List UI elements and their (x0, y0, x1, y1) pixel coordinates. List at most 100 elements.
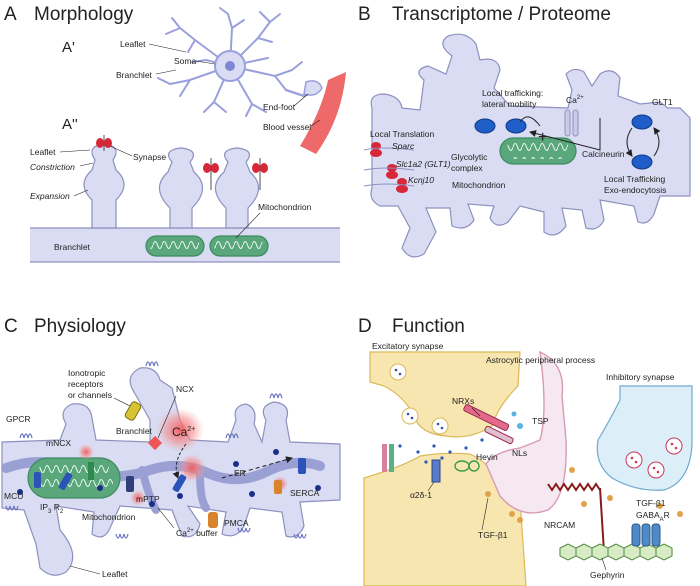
inhibitory-presynapse (596, 385, 693, 491)
label-ionotropic-3: or channels (68, 390, 112, 400)
label-expansion: Expansion (30, 191, 70, 201)
label-astro-process: Astrocytic peripheral process (486, 355, 595, 365)
label-b-ca: Ca2+ (566, 95, 584, 105)
synapse-markers (96, 135, 268, 190)
label-constriction: Constriction (30, 162, 75, 172)
label-pmca: PMCA (224, 518, 249, 528)
label-mptp: mPTP (136, 494, 160, 504)
a2d1-receptor (431, 459, 441, 483)
mcu-channel (34, 472, 41, 488)
glt1-transporters (631, 114, 653, 170)
label-leaflet-a2: Leaflet (30, 147, 56, 157)
gaba-a-receptor (631, 523, 641, 547)
ip3r-channel (58, 472, 73, 491)
label-mitochondrion-a: Mitochondrion (258, 202, 312, 212)
label-mcu: MCU (4, 491, 23, 501)
receptor-left-1 (382, 444, 387, 472)
label-ionotropic-2: receptors (68, 379, 103, 389)
leaflet-3 (214, 147, 260, 229)
ca-channel-left (564, 109, 571, 137)
panel-c: C Physiology (1, 316, 341, 579)
panel-c-title: Physiology (34, 316, 126, 337)
panel-b-title: Transcriptome / Proteome (392, 4, 611, 25)
label-plus: + (538, 129, 547, 146)
ca-channel-right (572, 109, 579, 137)
label-hevin: Hevin (476, 452, 498, 462)
label-synapse: Synapse (133, 152, 166, 162)
label-serca: SERCA (290, 488, 320, 498)
label-gephyrin: Gephyrin (590, 570, 625, 580)
label-ionotropic-1: Ionotropic (68, 368, 106, 378)
mncx-pump (88, 462, 94, 480)
panel-c-letter: C (4, 316, 18, 337)
er-channel-right (298, 458, 306, 474)
endfoot-shape (303, 80, 323, 96)
tgf-dots (485, 467, 683, 523)
glycolytic-complex (474, 118, 527, 134)
label-inhibitory: Inhibitory synapse (606, 372, 675, 382)
ca-glow-2 (178, 454, 206, 482)
label-endfoot: End-foot (263, 102, 296, 112)
label-tgfb1-left: TGF-β1 (478, 530, 508, 540)
ca-glow-3 (78, 444, 94, 460)
label-tsp: TSP (532, 416, 549, 426)
label-gaba-ar: GABAAR (636, 510, 670, 523)
label-tgfb1-right: TGF-β1 (636, 498, 666, 508)
serca-pump (274, 480, 282, 494)
panel-a1-label: A' (62, 39, 75, 56)
panel-a2-label: A'' (62, 116, 78, 133)
label-branchlet-a2: Branchlet (54, 242, 91, 252)
label-soma: Soma (174, 56, 196, 66)
ca-buffer-dots (17, 449, 321, 507)
label-local-trafficking-1: Local trafficking: (482, 88, 543, 98)
branchlet-c-shape (1, 367, 341, 576)
blood-vessel-shape (300, 72, 346, 154)
label-glycolytic-1: Glycolytic (451, 152, 488, 162)
ionotropic-channel (124, 401, 142, 421)
panel-a-title: Morphology (34, 4, 134, 25)
panel-b: B Transcriptome / Proteome (358, 4, 691, 258)
label-leaflet-a1: Leaflet (120, 39, 146, 49)
label-trafficking-1: Local Trafficking (604, 174, 666, 184)
er-channel (172, 474, 187, 493)
label-ip3r: IP3 R2 (40, 502, 64, 515)
panel-a: A Morphology A' A'' Leaflet Branchlet So… (4, 4, 346, 263)
label-local-translation: Local Translation (370, 129, 435, 139)
tsp-dot (517, 423, 523, 429)
label-trafficking-2: Exo-endocytosis (604, 185, 666, 195)
label-leaflet-c: Leaflet (102, 569, 128, 579)
panel-d-title: Function (392, 316, 465, 337)
nrcam-molecule (547, 482, 601, 492)
receptor-left-2 (389, 444, 394, 472)
label-kcnj10: Kcnj10 (408, 175, 434, 185)
neurotransmitter-dots (398, 438, 484, 464)
label-ncx: NCX (176, 384, 194, 394)
label-er: ER (234, 468, 246, 478)
label-c-ca: Ca2+ (172, 425, 195, 439)
inhibitory-vesicles (625, 437, 683, 479)
label-nrcam: NRCAM (544, 520, 575, 530)
leaflet-2 (158, 147, 204, 229)
ca-glow-main (156, 408, 204, 452)
label-local-trafficking-2: lateral mobility (482, 99, 537, 109)
pmca-pump (208, 512, 218, 528)
panel-d: D Function (358, 316, 693, 586)
label-nrxs: NRXs (452, 396, 474, 406)
label-glycolytic-2: complex (451, 163, 483, 173)
gpcr-icons (5, 361, 307, 539)
label-excitatory: Excitatory synapse (372, 341, 444, 351)
label-mitochondrion-c: Mitochondrion (82, 512, 136, 522)
label-glt1: GLT1 (652, 97, 673, 107)
label-calcineurin: Calcineurin (582, 149, 625, 159)
ca-glow-4 (130, 490, 146, 506)
label-branchlet-a1: Branchlet (116, 70, 153, 80)
panel-d-letter: D (358, 316, 372, 337)
panel-b-letter: B (358, 4, 371, 25)
soma-nucleus (225, 61, 235, 71)
mptp-pore (126, 476, 134, 492)
label-nls: NLs (512, 448, 527, 458)
gephyrin-lattice (559, 543, 673, 561)
label-slc1a2: Slc1a2 (GLT1) (396, 159, 451, 169)
panel-a-letter: A (4, 4, 17, 25)
